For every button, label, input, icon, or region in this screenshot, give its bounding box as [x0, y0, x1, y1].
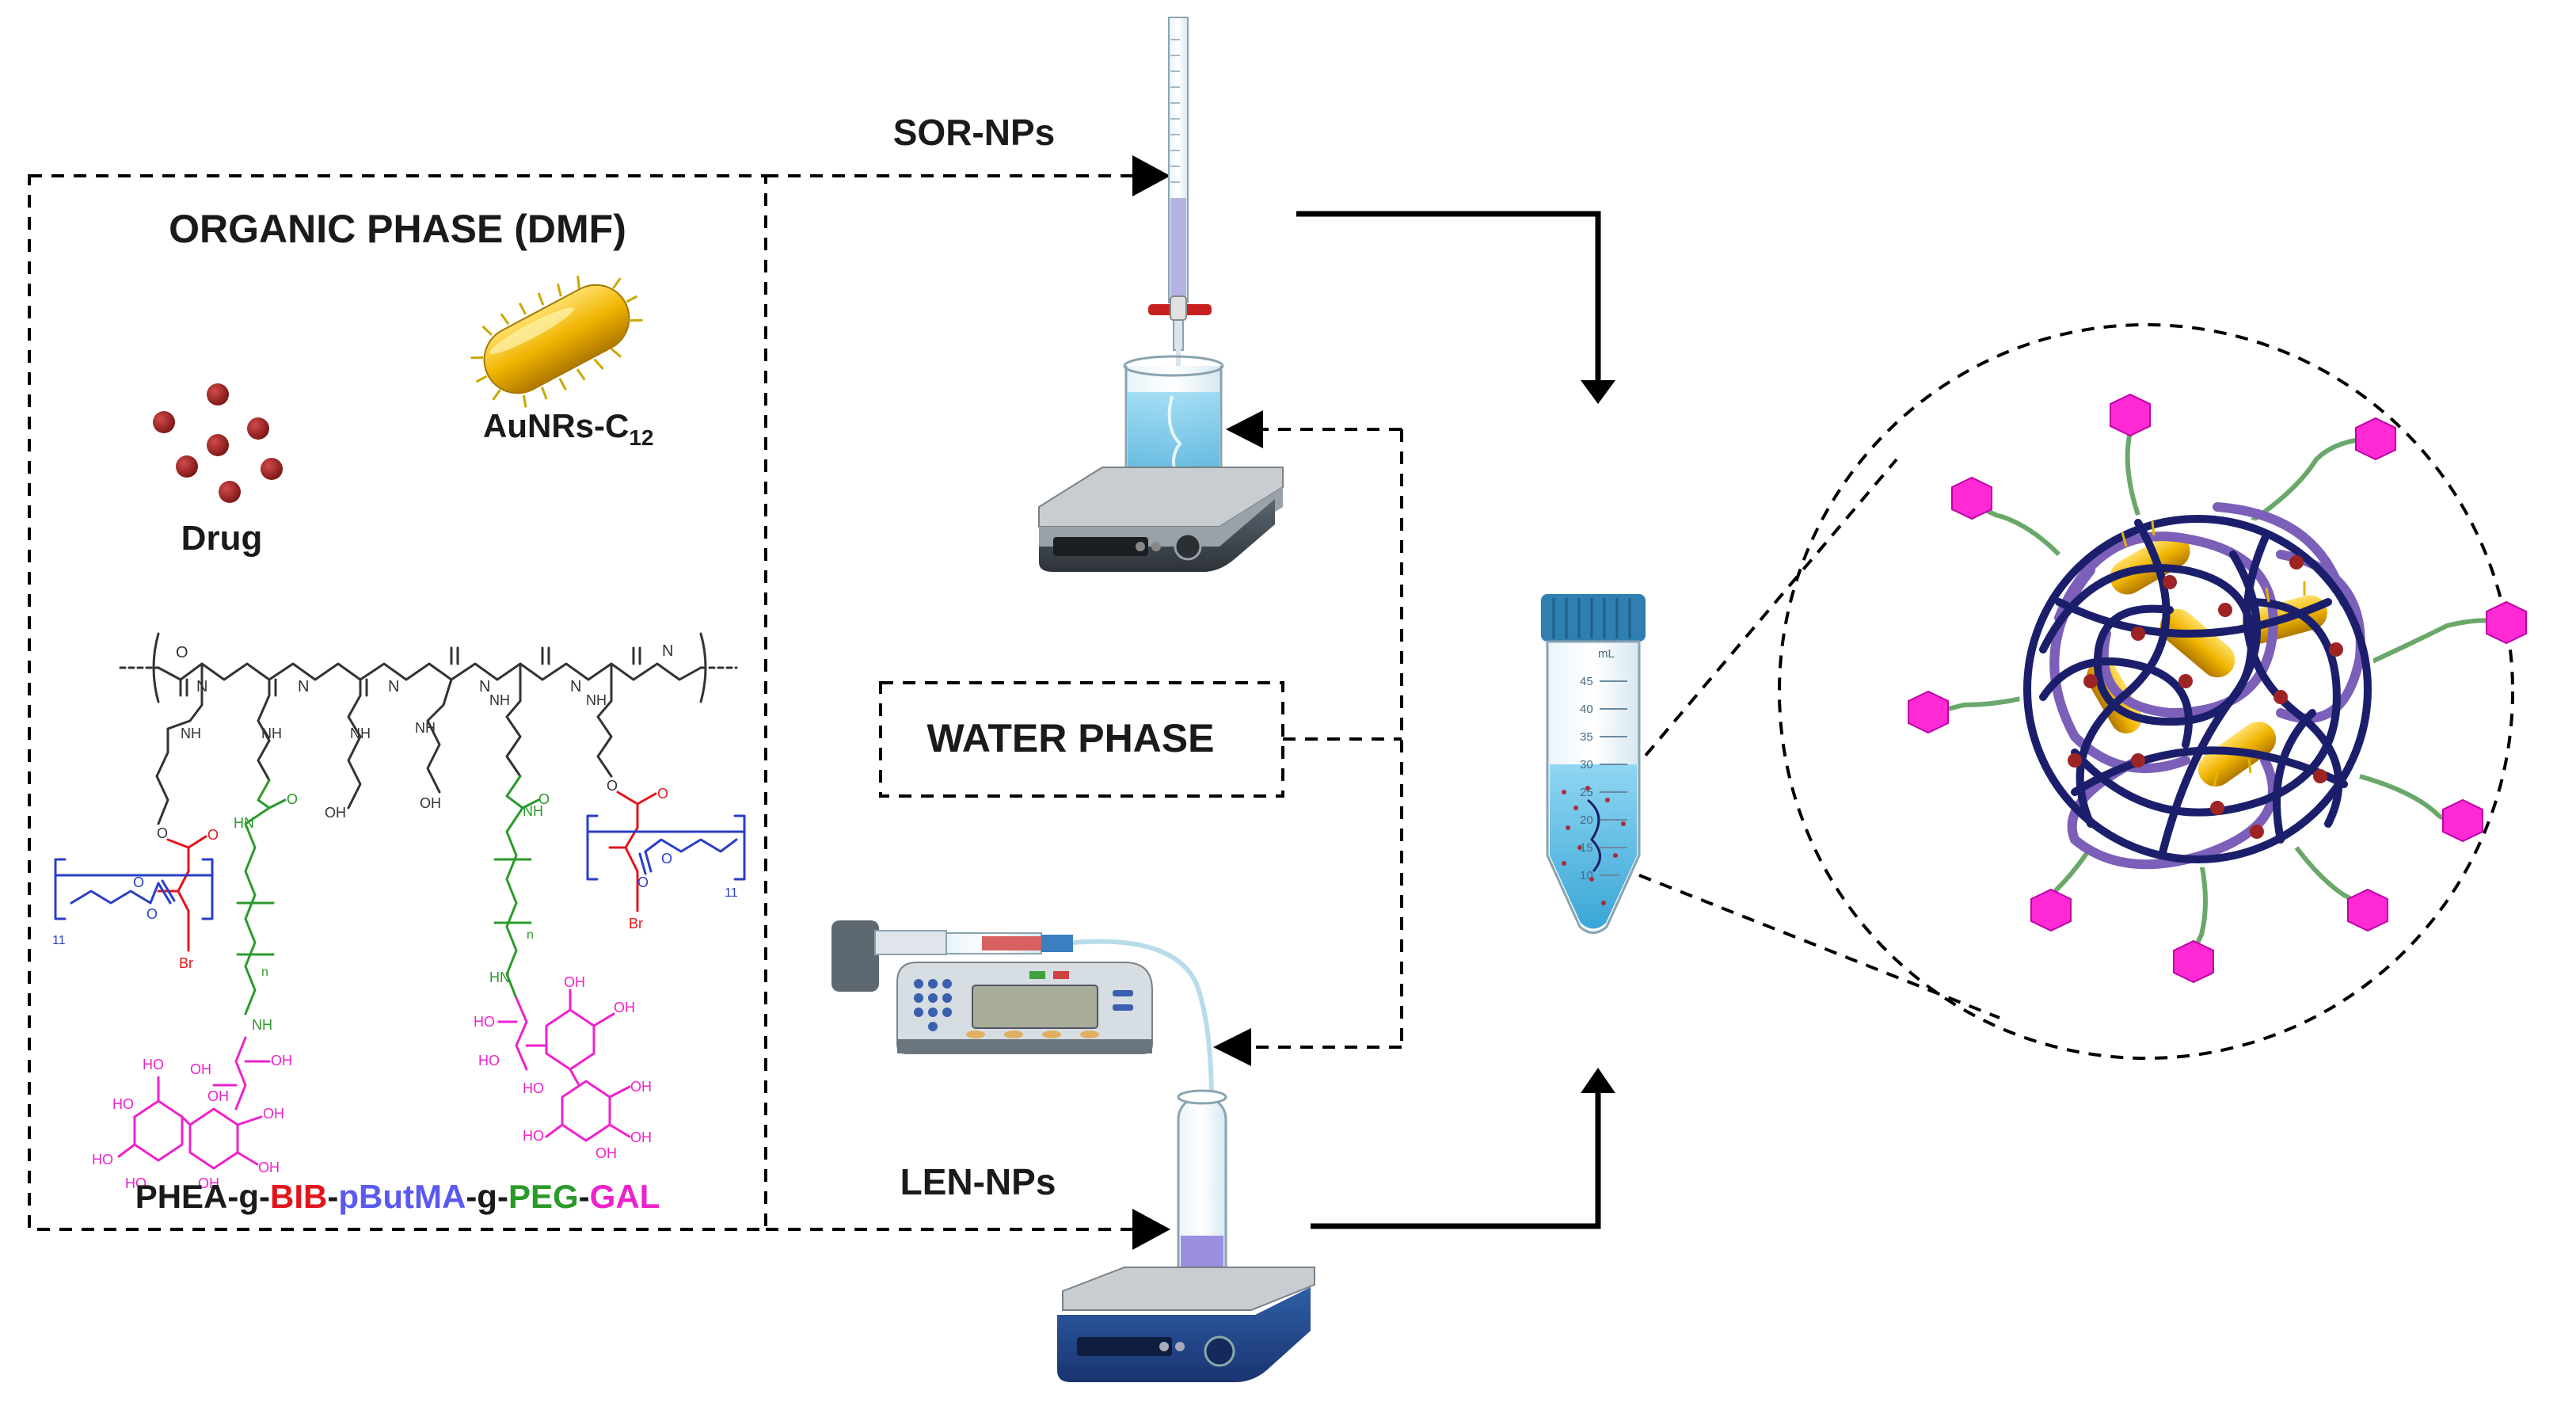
sor-nps-label: SOR-NPs — [893, 112, 1055, 153]
drug-particles — [153, 383, 283, 503]
len-nps-label: LEN-NPs — [900, 1161, 1056, 1202]
svg-text:HO: HO — [125, 1175, 146, 1191]
zoom-circle — [1778, 323, 2514, 1060]
svg-text:n: n — [527, 928, 534, 942]
svg-text:15: 15 — [1580, 841, 1593, 855]
svg-text:N: N — [298, 678, 309, 695]
aunrs-label: AuNRs-C12 — [483, 407, 653, 450]
svg-text:NH: NH — [523, 803, 543, 819]
polymer-name-segment: -g- — [466, 1178, 508, 1215]
svg-text:N: N — [662, 642, 673, 660]
svg-text:NH: NH — [261, 726, 282, 741]
svg-text:OH: OH — [207, 1088, 229, 1104]
svg-text:n: n — [261, 966, 268, 979]
svg-text:30: 30 — [1580, 758, 1593, 771]
svg-text:O: O — [637, 874, 649, 890]
svg-text:OH: OH — [263, 1106, 284, 1122]
svg-text:HO: HO — [92, 1152, 113, 1168]
stirrer-plate-blue-icon — [1057, 1267, 1315, 1382]
svg-text:O: O — [657, 786, 668, 802]
sor-arrowhead — [1132, 155, 1170, 196]
svg-text:OH: OH — [271, 1053, 292, 1069]
tube-top-arrowhead — [1581, 380, 1615, 404]
organic-phase-title: ORGANIC PHASE (DMF) — [169, 207, 626, 251]
polymer-name-segment: PHEA-g- — [135, 1178, 270, 1215]
svg-text:HO: HO — [523, 1128, 544, 1144]
svg-text:OH: OH — [198, 1175, 219, 1191]
water-top-arrowhead — [1226, 410, 1263, 448]
svg-text:O: O — [207, 827, 219, 843]
svg-text:OH: OH — [630, 1079, 652, 1095]
svg-text:NH: NH — [489, 692, 510, 708]
polymer-name-segment: pButMA — [338, 1178, 466, 1215]
svg-text:Br: Br — [179, 955, 193, 971]
svg-text:N: N — [479, 678, 490, 695]
svg-text:11: 11 — [52, 934, 66, 947]
svg-text:N: N — [570, 678, 581, 695]
len-arrowhead — [1132, 1209, 1170, 1250]
svg-text:HO: HO — [143, 1057, 164, 1072]
svg-text:HO: HO — [523, 1080, 544, 1096]
svg-text:NH: NH — [181, 726, 201, 741]
svg-text:20: 20 — [1580, 813, 1593, 827]
svg-text:OH: OH — [190, 1061, 211, 1077]
svg-text:O: O — [538, 791, 550, 807]
svg-text:O: O — [133, 874, 144, 890]
drug-label: Drug — [181, 519, 263, 558]
svg-text:mL: mL — [1598, 647, 1615, 661]
svg-text:NH: NH — [350, 726, 371, 741]
svg-text:O: O — [661, 851, 672, 867]
polymer-chemical-structure: O N N N N N N NH O O Br O O 11 — [52, 632, 746, 1191]
stirrer-plate-icon — [1038, 467, 1284, 572]
svg-text:O: O — [287, 791, 298, 807]
falcon-tube-icon: mL 45 40 35 30 25 20 15 10 — [1541, 594, 1646, 934]
svg-text:O: O — [146, 906, 158, 922]
svg-text:OH: OH — [630, 1130, 652, 1145]
svg-text:HO: HO — [474, 1014, 495, 1030]
svg-text:NH: NH — [252, 1017, 272, 1033]
water-phase-label: WATER PHASE — [927, 716, 1215, 760]
svg-text:HO: HO — [112, 1096, 134, 1112]
water-bottom-arrowhead — [1213, 1028, 1251, 1066]
svg-text:N: N — [388, 678, 399, 695]
svg-text:O: O — [607, 778, 618, 794]
svg-text:OH: OH — [614, 1000, 635, 1015]
peg-gal-ligands — [1908, 393, 2527, 984]
burette-icon — [1148, 17, 1212, 368]
gold-nanorod-icon — [470, 275, 643, 408]
polymer-name-segment: - — [579, 1178, 590, 1215]
polymer-name-segment: PEG — [508, 1178, 579, 1215]
svg-text:O: O — [157, 825, 168, 841]
svg-text:OH: OH — [420, 795, 441, 811]
svg-text:HN: HN — [489, 970, 510, 985]
svg-text:OH: OH — [325, 805, 346, 821]
flow-lines — [766, 155, 2000, 1250]
svg-text:40: 40 — [1580, 703, 1593, 716]
syringe-pump-icon — [831, 920, 1214, 1106]
svg-text:HN: HN — [234, 815, 254, 831]
water-phase-box — [879, 681, 1284, 798]
svg-text:35: 35 — [1580, 730, 1593, 744]
beaker-icon — [1123, 355, 1224, 486]
svg-text:OH: OH — [564, 974, 585, 990]
polymer-name-segment: BIB — [270, 1178, 327, 1215]
svg-text:45: 45 — [1580, 675, 1593, 688]
svg-text:OH: OH — [258, 1160, 280, 1175]
polymer-name-segment: GAL — [590, 1178, 660, 1215]
svg-text:11: 11 — [725, 886, 738, 900]
organic-phase-box — [28, 174, 767, 1231]
svg-text:O: O — [176, 644, 188, 661]
svg-text:NH: NH — [415, 720, 436, 736]
tube-bottom-arrowhead — [1581, 1068, 1615, 1093]
polymer-name-label: PHEA-g-BIB-pButMA-g-PEG-GAL — [135, 1178, 660, 1215]
polymer-name-segment: - — [327, 1178, 338, 1215]
svg-text:HO: HO — [478, 1053, 500, 1069]
vial-icon — [1177, 1089, 1227, 1297]
svg-text:NH: NH — [586, 692, 607, 708]
svg-text:OH: OH — [595, 1145, 617, 1161]
nanoparticle-core — [2019, 502, 2376, 870]
svg-text:Br: Br — [629, 916, 643, 931]
